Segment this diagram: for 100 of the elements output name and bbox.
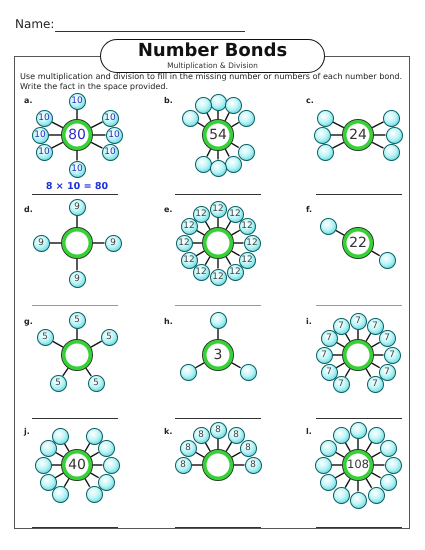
bond-circle: 10 [102, 110, 118, 126]
bond-circle [384, 456, 402, 474]
bond-center-circle: 108 [342, 449, 374, 481]
bond-circle: 10 [32, 126, 48, 144]
bond-circle: 10 [102, 144, 118, 160]
connector-line [76, 216, 78, 227]
item-letter: b. [164, 95, 173, 106]
title: Number Bonds [136, 41, 288, 61]
connector-line [372, 472, 381, 478]
connector-line [344, 478, 351, 488]
bond-circle: 12 [238, 252, 256, 268]
connector-line [372, 142, 384, 149]
connector-line [372, 452, 381, 458]
bond-center-circle [202, 227, 234, 259]
connector-line [231, 250, 240, 256]
connector-line [204, 220, 211, 230]
bond-circle: 8 [192, 426, 210, 444]
connector-line [76, 259, 78, 270]
bond-circle: 9 [68, 198, 86, 216]
bond-circle [332, 486, 350, 504]
connector-line [366, 442, 372, 452]
bond-circle: 12 [244, 234, 260, 252]
bond-circle: 7 [366, 318, 384, 334]
connector-line [204, 442, 211, 452]
connector-line [90, 142, 103, 149]
bond-circle: 8 [210, 422, 226, 438]
bond-circle: 7 [378, 364, 396, 380]
bond-circle [368, 426, 384, 444]
bond-circle [182, 110, 198, 126]
bond-circle [86, 486, 102, 502]
connector-line [226, 442, 232, 452]
bond-circle: 12 [180, 218, 198, 234]
bond-circle: 5 [68, 312, 86, 328]
bond-circle [316, 144, 334, 160]
connector-line [374, 134, 386, 136]
connector-line [93, 242, 104, 244]
bond-circle: 12 [176, 234, 192, 252]
bond-circle [350, 422, 366, 438]
bond-circle [224, 156, 242, 172]
connector-line [225, 256, 232, 266]
bond-circle: 10 [36, 144, 52, 160]
bond-circle [382, 144, 400, 160]
item-letter: h. [164, 316, 173, 327]
bond-circle [86, 428, 102, 444]
connector-line [51, 142, 64, 149]
connector-line [52, 464, 61, 466]
bond-circle: 10 [36, 110, 52, 126]
connector-line [231, 122, 240, 128]
connector-line [335, 230, 344, 236]
answer-text: 8 × 10 = 80 [44, 181, 110, 192]
bond-circle: 7 [350, 312, 366, 330]
connector-line [62, 368, 69, 376]
bond-circle [332, 426, 350, 444]
connector-line [217, 259, 219, 268]
bond-circle [350, 492, 366, 508]
connector-line [52, 340, 64, 348]
connector-line [196, 230, 205, 236]
bond-center-circle: 24 [342, 119, 374, 151]
connector-line [50, 242, 61, 244]
connector-line [206, 112, 212, 121]
item-letter: g. [24, 316, 33, 327]
connector-line [374, 464, 384, 466]
connector-line [93, 134, 106, 136]
bond-circle [380, 440, 396, 456]
bond-circle [180, 364, 196, 380]
connector-line [344, 368, 351, 378]
connector-line [192, 464, 202, 466]
bond-circle [52, 428, 68, 444]
connector-line [85, 368, 92, 376]
bond-circle [40, 440, 56, 456]
connector-line [332, 142, 344, 149]
connector-line [54, 452, 64, 458]
bond-circle [52, 486, 68, 502]
bond-circle [238, 110, 254, 126]
bond-circle: 10 [68, 92, 86, 110]
bond-circle [210, 160, 226, 176]
connector-line [332, 464, 342, 466]
connector-line [365, 368, 372, 378]
bond-circle [102, 456, 120, 474]
bond-circle: 12 [210, 200, 226, 218]
bond-circle: 9 [104, 234, 122, 252]
bond-circle: 8 [180, 440, 196, 456]
bond-circle: 7 [320, 330, 338, 346]
bond-center-circle: 54 [202, 119, 234, 151]
connector-line [234, 242, 244, 244]
item-letter: l. [306, 426, 312, 437]
bond-circle: 8 [240, 440, 256, 456]
bond-circle: 8 [228, 426, 244, 444]
bond-circle [314, 456, 332, 474]
connector-line [335, 452, 344, 458]
bond-circle: 10 [106, 126, 122, 144]
connector-line [357, 481, 359, 492]
connector-line [330, 134, 342, 136]
bond-circle: 12 [192, 206, 210, 222]
bond-circle [240, 364, 256, 380]
connector-line [366, 478, 372, 488]
bond-circle [380, 474, 396, 490]
name-label: Name: [15, 17, 54, 31]
bond-circle: 12 [226, 206, 244, 222]
bond-circle [210, 94, 226, 110]
